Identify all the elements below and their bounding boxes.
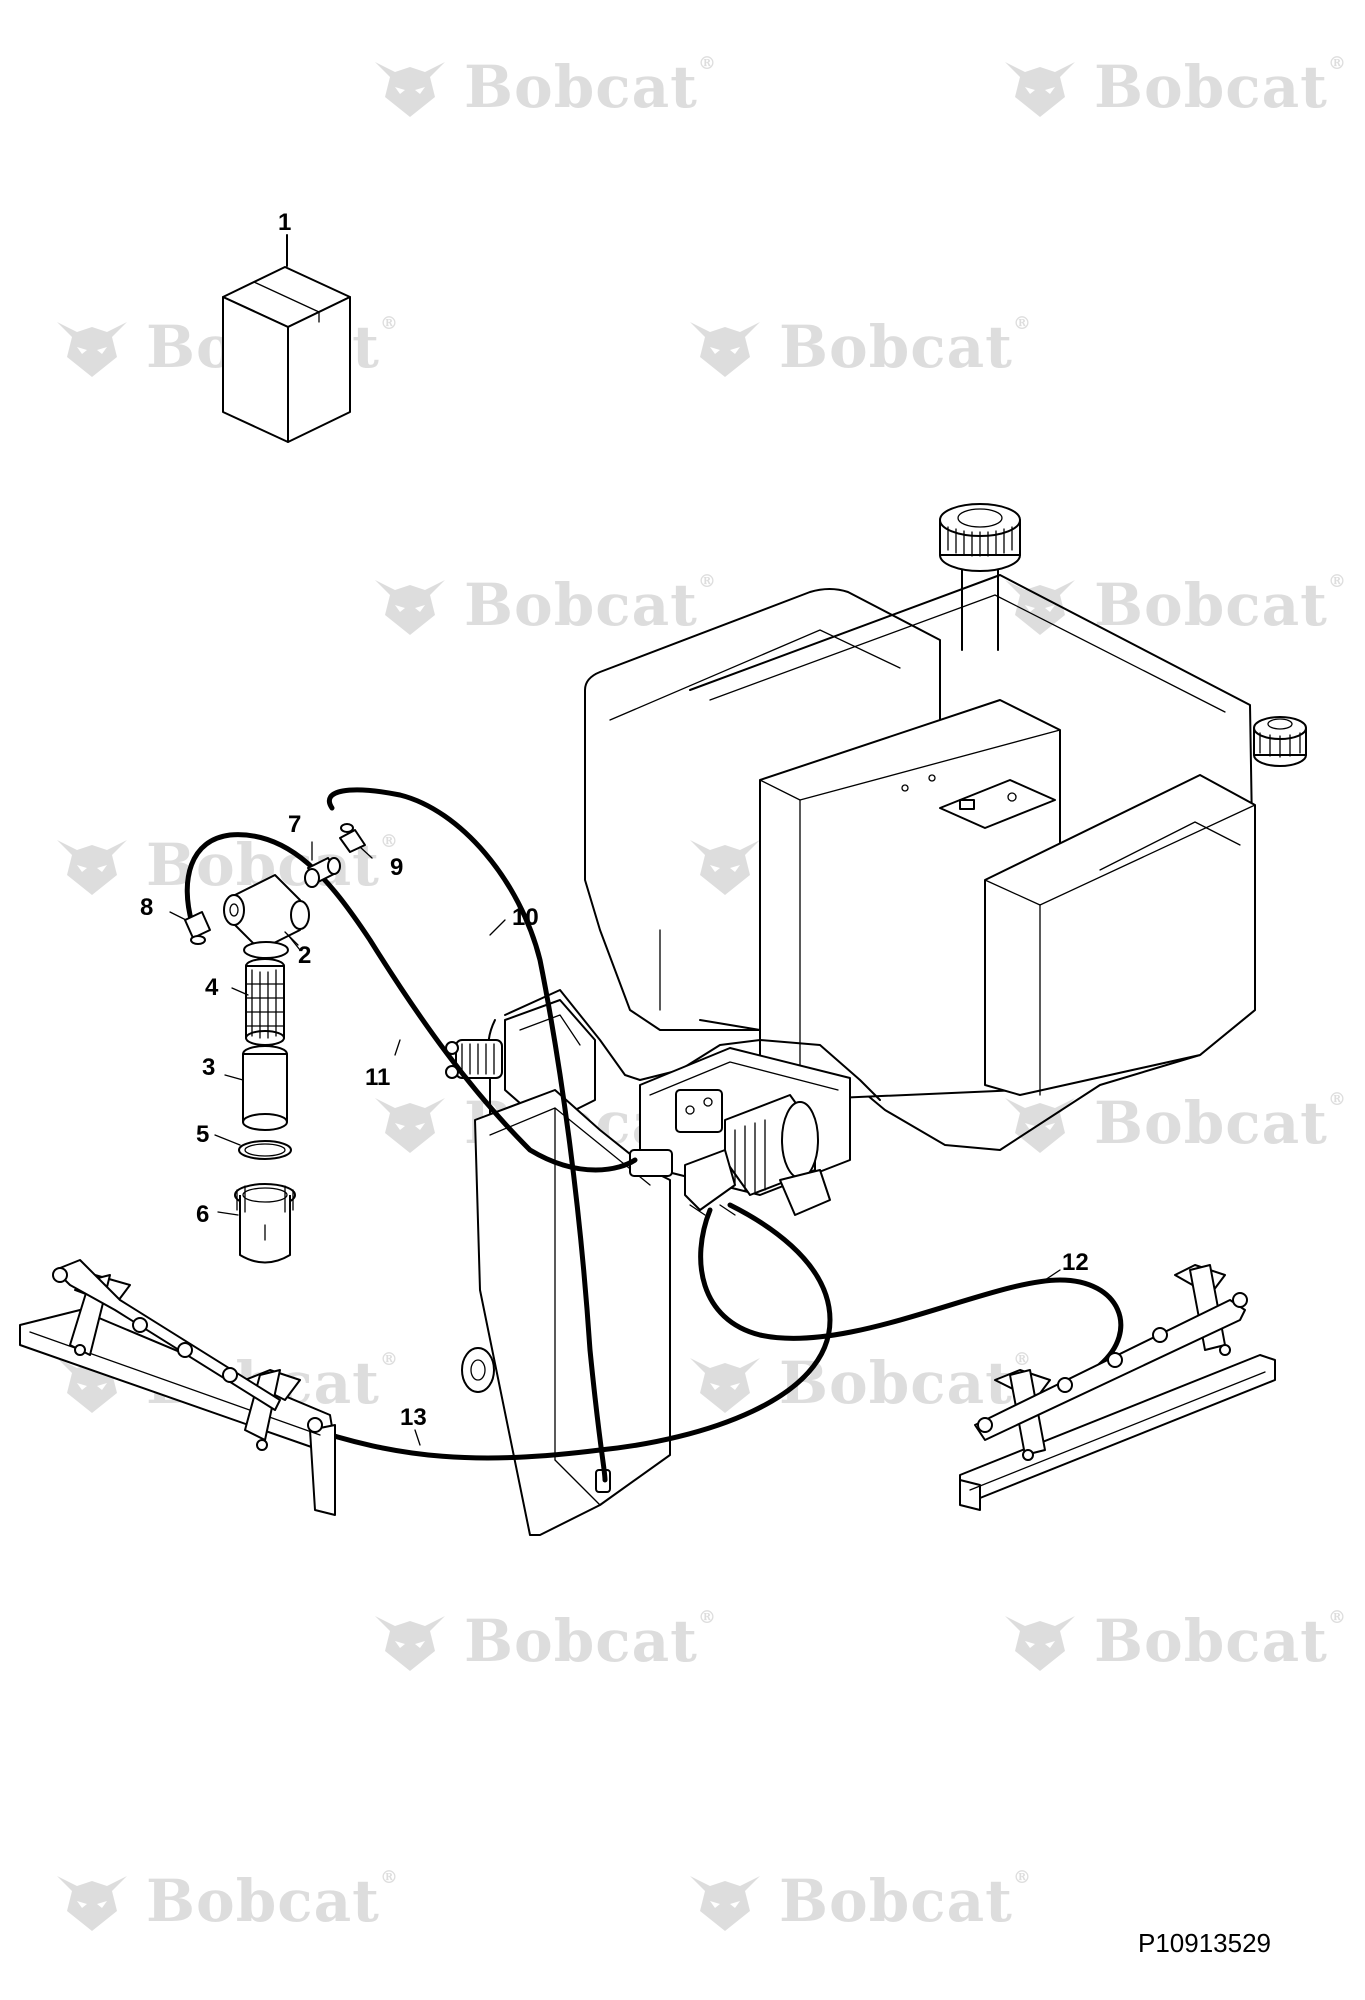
callout-7: 7 <box>288 811 301 838</box>
callout-13: 13 <box>400 1404 427 1431</box>
filler-cap-main <box>939 503 1021 651</box>
callout-2: 2 <box>298 942 311 969</box>
callout-9: 9 <box>390 854 403 881</box>
part-4-strainer <box>245 958 285 1046</box>
hose-11 <box>184 832 638 1173</box>
filler-cap-secondary <box>1253 716 1307 767</box>
left-washer-nozzle-bar <box>19 1259 336 1516</box>
callout-1: 1 <box>278 209 291 236</box>
part-5-o-ring <box>238 1140 292 1160</box>
callout-12: 12 <box>1062 1249 1089 1276</box>
hose-10 <box>326 787 608 1483</box>
callout-4: 4 <box>205 974 219 1001</box>
part-2-filter-head <box>223 874 310 959</box>
part-8-elbow-fitting <box>184 911 211 945</box>
hose-13 <box>297 1202 833 1461</box>
washer-pump-motor <box>629 1094 831 1216</box>
part-7-fitting <box>304 857 341 888</box>
right-washer-nozzle-bar <box>959 1264 1276 1511</box>
part-6-filter-bowl <box>234 1183 296 1264</box>
drawing-reference-code: P10913529 <box>1138 1928 1272 1958</box>
part-1-kit-box <box>222 234 351 443</box>
callout-6: 6 <box>196 1201 209 1228</box>
washer-tank-assembly <box>445 503 1307 1536</box>
callout-10: 10 <box>512 904 539 931</box>
callout-leaders <box>169 841 1061 1446</box>
callout-5: 5 <box>196 1121 209 1148</box>
part-3-filter-element <box>242 1045 288 1131</box>
callout-8: 8 <box>140 894 153 921</box>
callout-3: 3 <box>202 1054 215 1081</box>
part-9-elbow-fitting <box>339 823 366 853</box>
callout-11: 11 <box>365 1064 390 1091</box>
hose-12 <box>698 1207 1124 1368</box>
